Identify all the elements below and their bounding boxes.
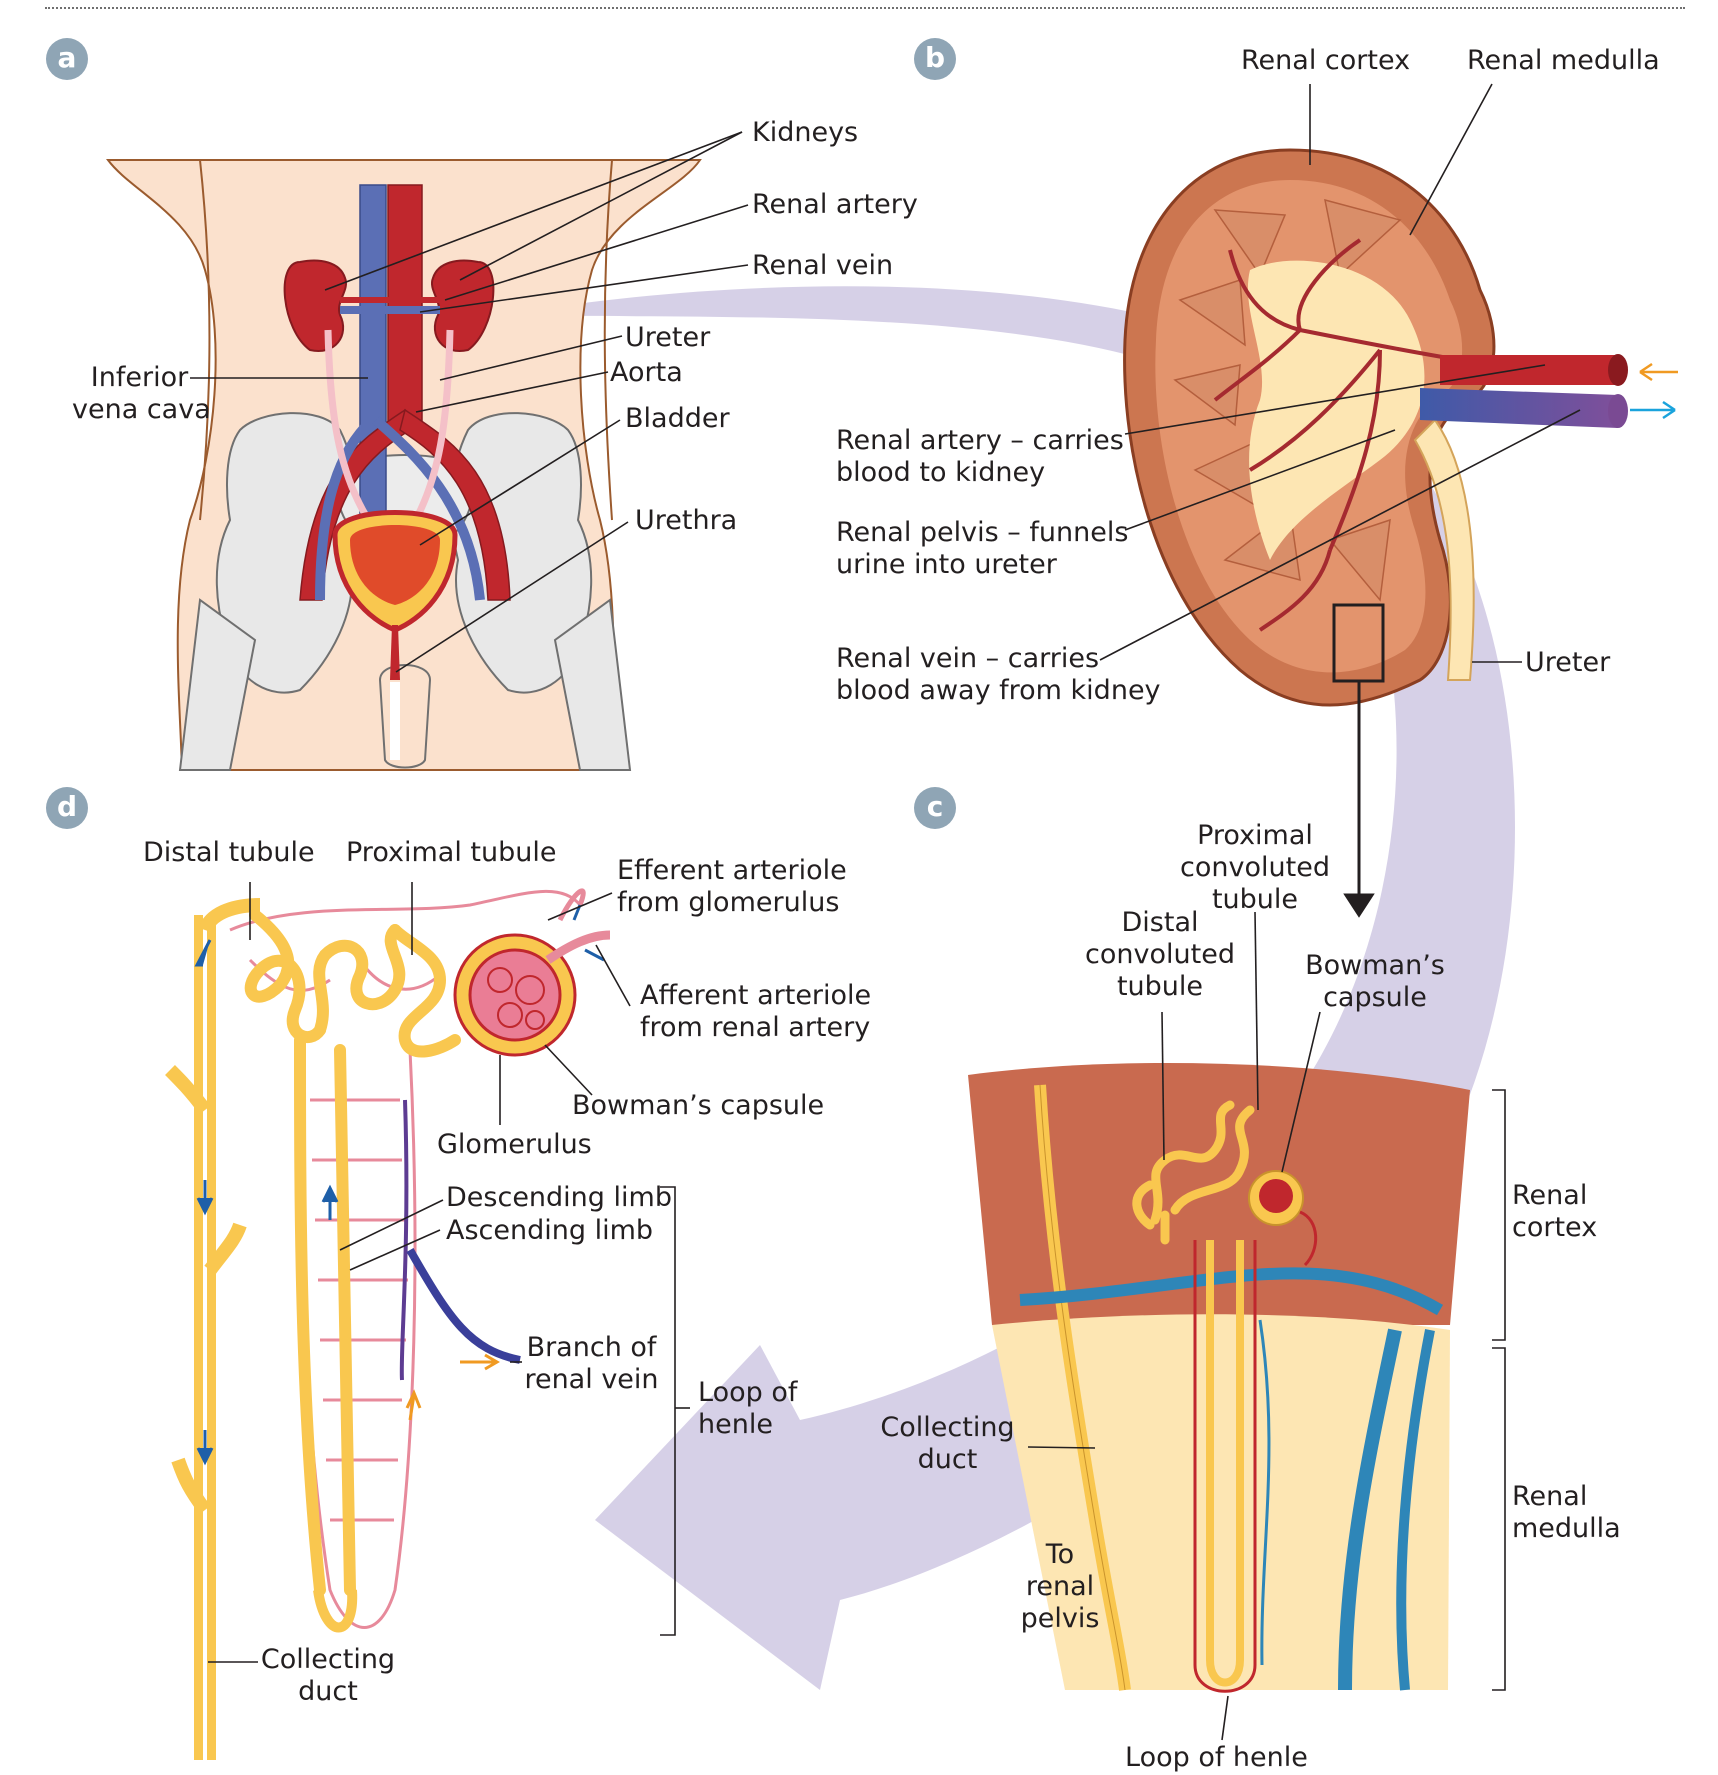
- cortex-block: [968, 1063, 1470, 1325]
- aorta: [387, 184, 423, 426]
- label-descending-limb: Descending limb: [446, 1182, 672, 1213]
- pelvis-bone-left: [215, 412, 358, 694]
- zoom-box: [1332, 603, 1385, 683]
- label-renal-cortex-b: Renal cortex: [1241, 45, 1411, 76]
- urethra: [390, 625, 400, 680]
- label-renal-medulla-b: Renal medulla: [1467, 45, 1660, 76]
- label-aorta: Aorta: [610, 357, 683, 388]
- label-bladder: Bladder: [625, 403, 730, 434]
- zoom-arrow: [1343, 682, 1375, 918]
- convoluted-tubules-c: [1132, 1100, 1255, 1245]
- femur-right: [553, 598, 632, 771]
- panel-d-nephron: [165, 888, 611, 1760]
- flow-arrows-d: [194, 904, 605, 1466]
- ureter-b: [1413, 418, 1475, 681]
- panel-d-leaders: [208, 882, 690, 1663]
- label-bowman-d: Bowman’s capsule: [572, 1090, 825, 1121]
- panel-a-leaders: [190, 131, 749, 673]
- ureter-right: [406, 329, 454, 532]
- panel-c-tissue: [968, 1063, 1470, 1693]
- label-distal-tubule: Distal tubule: [143, 837, 315, 868]
- label-ureter-a: Ureter: [625, 322, 711, 353]
- top-dotted-rule: [45, 7, 1685, 9]
- label-ascending-limb: Ascending limb: [446, 1215, 654, 1246]
- glomerulus-c: [1259, 1179, 1293, 1213]
- label-ureter-b: Ureter: [1525, 647, 1611, 678]
- glomerulus-d: [468, 948, 562, 1042]
- panel-badge-a: a: [46, 38, 88, 80]
- label-renal-artery-a: Renal artery: [752, 189, 918, 220]
- panel-b-leaders: [1099, 83, 1581, 663]
- pelvis-bone-right: [450, 412, 593, 694]
- panel-badge-c: c: [914, 787, 956, 829]
- panel-b-kidney: [1123, 148, 1678, 918]
- peritubular-capillaries: [229, 889, 582, 1629]
- panel-badge-d: d: [46, 787, 88, 829]
- cortical-vein: [1019, 1267, 1444, 1316]
- label-kidneys: Kidneys: [752, 117, 859, 148]
- vasa-recta-vein: [1338, 1328, 1402, 1691]
- label-renal-vein-a: Renal vein: [752, 250, 894, 281]
- panel-c-leaders: [1027, 911, 1506, 1741]
- arterial-flow-arrow: [1639, 362, 1678, 382]
- label-loop-of-henle-c: Loop of henle: [1125, 1742, 1308, 1773]
- convoluted-tubules-d: [244, 909, 461, 1596]
- genital-outline: [378, 664, 432, 769]
- branch-of-renal-vein: [406, 1248, 521, 1364]
- venous-flow-arrow: [1630, 400, 1676, 420]
- renal-vein-trunk: [1420, 388, 1618, 428]
- loop-of-henle-c: [1206, 1240, 1244, 1687]
- kidney-left: [283, 259, 348, 353]
- panel-badge-b: b: [914, 38, 956, 80]
- ureter-left: [324, 329, 378, 533]
- panel-a-body: [106, 159, 702, 771]
- renal-artery-trunk: [1440, 355, 1618, 385]
- label-proximal-tubule: Proximal tubule: [346, 837, 557, 868]
- label-urethra: Urethra: [635, 505, 738, 536]
- label-glomerulus: Glomerulus: [437, 1129, 592, 1160]
- femur-left: [178, 598, 257, 771]
